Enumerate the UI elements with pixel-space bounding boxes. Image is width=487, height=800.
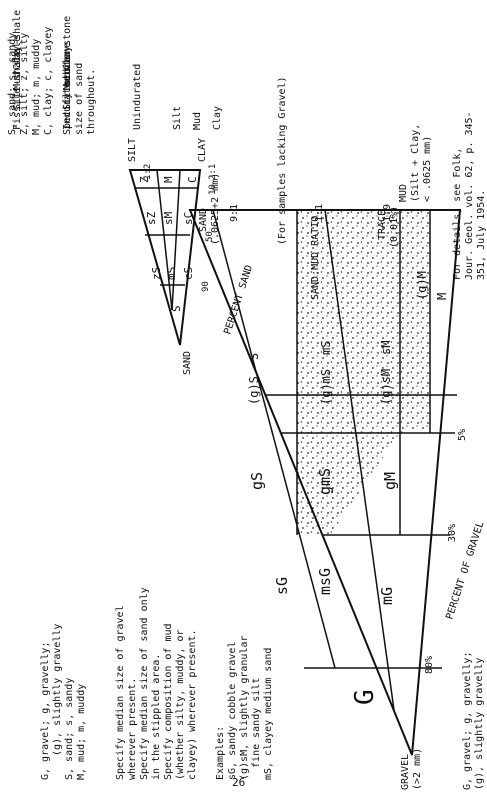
line-ratio-91 <box>212 209 336 669</box>
svg-text:Mudstone: Mudstone <box>62 42 73 90</box>
small-field-mS: mS <box>165 267 178 280</box>
svg-text:Z, silt; z, silty: Z, silt; z, silty <box>19 33 30 135</box>
svg-text:TRACE: TRACE <box>377 210 388 240</box>
field-g-S: (g)S <box>247 376 261 405</box>
lacking-gravel-table: Unindurated Silt Mud Clay Indurated Silt… <box>12 10 223 130</box>
field-g-mS: (g)mS <box>319 369 333 405</box>
field-msG: msG <box>316 568 334 595</box>
svg-text:G, gravel; g, gravelly;: G, gravel; g, gravelly; <box>462 652 473 790</box>
corner-mud-label: MUD (Silt + Clay, < .0625 mm) <box>398 124 433 202</box>
field-gS: gS <box>248 472 266 490</box>
small-tick-50: 50 <box>205 231 215 242</box>
small-field-M: M <box>162 176 175 183</box>
svg-text:GRAVEL: GRAVEL <box>400 754 411 790</box>
page-number: 26 <box>232 776 246 789</box>
svg-text:< .0625 mm): < .0625 mm) <box>422 136 433 202</box>
specify-sand-note: Specify median size of sand throughout. <box>62 51 97 135</box>
lacking-gravel-title: (For samples lacking Gravel) <box>277 76 288 245</box>
examples-notes: Examples: sG, sandy cobble gravel (g)sM,… <box>215 635 274 781</box>
line-ratio-11 <box>324 209 395 711</box>
small-silt: SILT <box>127 138 138 162</box>
svg-text:SAND: SAND <box>198 208 209 232</box>
tick-30: 30% <box>447 524 458 542</box>
field-gM: gM <box>381 472 399 490</box>
svg-text:Mud-shale: Mud-shale <box>12 36 23 90</box>
stippled-area <box>297 210 400 535</box>
small-sand: SAND <box>182 351 193 375</box>
svg-text:Unindurated: Unindurated <box>132 64 143 130</box>
svg-text:(g), slightly gravelly: (g), slightly gravelly <box>474 658 485 790</box>
small-ratio-21 <box>156 169 173 311</box>
svg-text:Indurated: Indurated <box>62 76 73 130</box>
stippled-area-low <box>400 210 430 433</box>
field-mG: mG <box>378 587 396 605</box>
svg-text:C, clay; c, clayey: C, clay; c, clayey <box>43 27 54 135</box>
small-field-S: S <box>170 305 183 312</box>
svg-text:Jour. Geol. vol. 62, p. 345-: Jour. Geol. vol. 62, p. 345- <box>464 111 475 280</box>
small-field-cS: cS <box>182 267 195 280</box>
small-field-C: C <box>186 176 199 183</box>
svg-text:size of sand: size of sand <box>74 63 85 135</box>
small-field-sZ: sZ <box>145 211 158 225</box>
field-gmS: gmS <box>316 468 334 495</box>
details-reference: For details, see Folk, Jour. Geol. vol. … <box>452 111 487 280</box>
field-sG: sG <box>273 577 291 595</box>
ratio-1-9: 1:9 <box>382 204 393 222</box>
svg-text:351, July 1954.: 351, July 1954. <box>476 190 487 280</box>
field-sM: sM <box>379 341 393 355</box>
svg-text:M, mud; m, muddy: M, mud; m, muddy <box>31 39 42 135</box>
small-ratio-12 <box>171 169 181 311</box>
small-field-zS: zS <box>150 267 163 280</box>
small-tick-90: 90 <box>201 281 211 292</box>
ratio-1-1: 1:1 <box>314 204 325 222</box>
tick-80: 80% <box>424 656 435 674</box>
legend-gravel-full: G, gravel; g, gravelly; (g), slightly gr… <box>40 623 87 780</box>
small-ratio-1-2: 1:2 <box>143 164 153 180</box>
svg-text:S, sand; s, sandy: S, sand; s, sandy <box>7 33 18 135</box>
svg-text:Specify median: Specify median <box>62 51 73 135</box>
svg-text:Siltstone: Siltstone <box>62 56 73 110</box>
specify-notes: Specify median size of gravel wherever p… <box>115 587 198 780</box>
svg-text:Clay: Clay <box>212 106 223 130</box>
small-field-sM: sM <box>162 211 175 225</box>
field-g-sM: (g)sM <box>379 369 393 405</box>
field-mS: mS <box>319 341 333 355</box>
svg-text:Silt-shale: Silt-shale <box>12 50 23 110</box>
svg-text:Mud: Mud <box>192 112 203 130</box>
field-G: G <box>350 689 380 705</box>
svg-text:Claystone: Claystone <box>62 16 73 70</box>
field-M: M <box>435 293 449 300</box>
legend-sand-silt: S, sand; s, sandy Z, silt; z, silty M, m… <box>7 27 54 135</box>
ratio-9-1: 9:1 <box>229 204 240 222</box>
svg-text:throughout.: throughout. <box>86 69 97 135</box>
svg-text:Fissile: Fissile <box>12 88 23 130</box>
trace-label: TRACE (0.01%) <box>377 206 400 248</box>
small-ratio-2-1: 2:1 <box>208 164 218 180</box>
field-g-M: (g)M <box>415 271 429 300</box>
svg-text:(>2 mm): (>2 mm) <box>412 748 423 790</box>
apex-gravel-label: GRAVEL (>2 mm) <box>400 748 423 790</box>
svg-text:(.0625+2 mm): (.0625+2 mm) <box>210 173 221 245</box>
bottom-notes: G, gravel; g, gravelly; (g), slightly gr… <box>20 330 487 800</box>
axis-sand-mud-ratio: SAND:MUD RATIO <box>310 216 321 300</box>
small-triangle-outline <box>128 169 202 346</box>
svg-text:MUD: MUD <box>398 184 409 202</box>
small-field-Z: Z <box>138 176 151 183</box>
svg-text:(Silt + Clay,: (Silt + Clay, <box>410 124 421 202</box>
svg-text:(0.01%): (0.01%) <box>389 206 400 248</box>
small-tick-10: 10 <box>208 184 218 195</box>
tick-5: 5% <box>457 429 468 441</box>
corner-sand-label: SAND (.0625+2 mm) <box>198 173 221 245</box>
svg-text:For details, see Folk,: For details, see Folk, <box>452 148 463 280</box>
svg-text:Clay-shale: Clay-shale <box>12 10 23 70</box>
svg-text:Silt: Silt <box>172 106 183 130</box>
small-field-sC: sC <box>182 212 195 225</box>
legend-gravel: G, gravel; g, gravelly; (g), slightly gr… <box>462 652 485 790</box>
field-S: S <box>247 353 261 360</box>
small-clay: CLAY <box>197 138 208 162</box>
